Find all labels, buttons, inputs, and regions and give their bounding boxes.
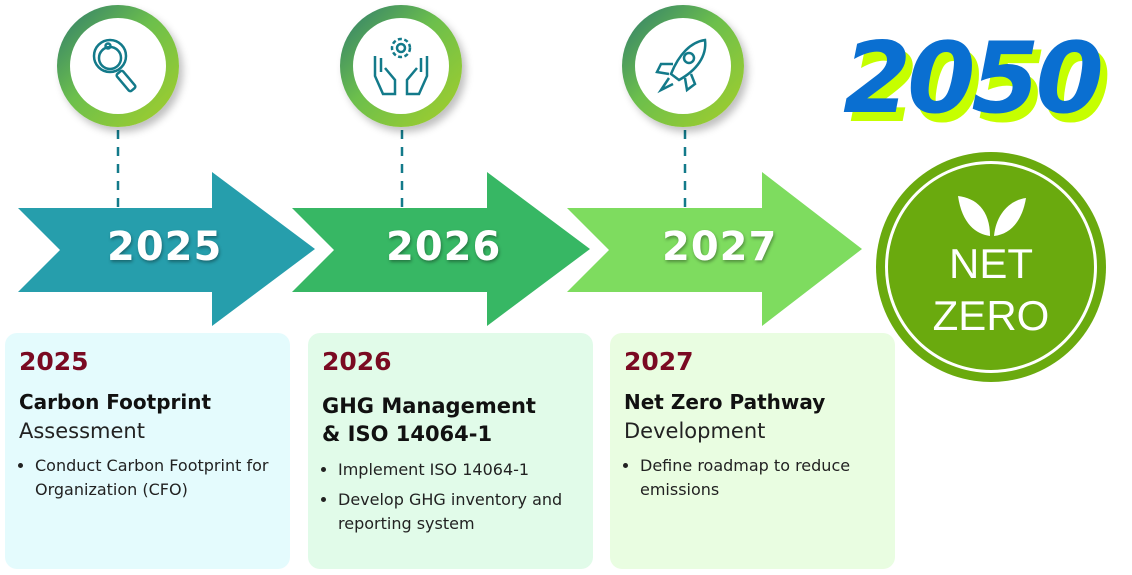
card-bullet: Define roadmap to reduce emissions xyxy=(640,454,881,502)
card-year: 2027 xyxy=(624,347,694,376)
hands-gear-icon xyxy=(373,37,429,96)
goal-year: 2050 xyxy=(843,22,1104,136)
badge-text-zero: ZERO xyxy=(932,292,1050,339)
arrow-label-2026: 2026 xyxy=(386,224,502,270)
milestone-icon-2025 xyxy=(57,5,179,127)
card-year: 2025 xyxy=(19,347,89,376)
card-bullets: Conduct Carbon Footprint for Organizatio… xyxy=(19,454,276,502)
milestone-card-2025: 2025 Carbon Footprint Assessment Conduct… xyxy=(5,333,290,569)
card-bullets: Define roadmap to reduce emissions xyxy=(624,454,881,502)
arrow-2025 xyxy=(18,172,315,326)
rocket-icon xyxy=(655,38,707,94)
card-bullet: Conduct Carbon Footprint for Organizatio… xyxy=(35,454,276,502)
card-subtitle: Development xyxy=(624,419,766,443)
milestone-icon-2026 xyxy=(340,5,462,127)
badge-ring xyxy=(885,161,1097,373)
card-bullets: Implement ISO 14064-1 Develop GHG invent… xyxy=(322,458,579,536)
badge-text-net: NET xyxy=(949,240,1033,287)
card-title-line2: & ISO 14064-1 xyxy=(322,422,493,446)
magnifier-icon xyxy=(92,38,137,93)
milestone-card-2027: 2027 Net Zero Pathway Development Define… xyxy=(610,333,895,569)
card-title: Carbon Footprint xyxy=(19,390,212,414)
card-bullet: Implement ISO 14064-1 xyxy=(338,458,579,482)
arrow-label-2027: 2027 xyxy=(662,224,778,270)
arrow-2027 xyxy=(567,172,862,326)
leaves-icon xyxy=(958,196,1026,236)
card-title-line1: GHG Management xyxy=(322,394,536,418)
milestone-card-2026: 2026 GHG Management & ISO 14064-1 Implem… xyxy=(308,333,593,569)
card-title: Net Zero Pathway xyxy=(624,390,826,414)
milestone-icon-2027 xyxy=(622,5,744,127)
card-bullet: Develop GHG inventory and reporting syst… xyxy=(338,488,579,536)
card-subtitle: Assessment xyxy=(19,419,145,443)
net-zero-badge: NET ZERO xyxy=(876,152,1106,382)
arrow-label-2025: 2025 xyxy=(107,224,223,270)
arrow-2026 xyxy=(292,172,590,326)
card-year: 2026 xyxy=(322,347,392,376)
